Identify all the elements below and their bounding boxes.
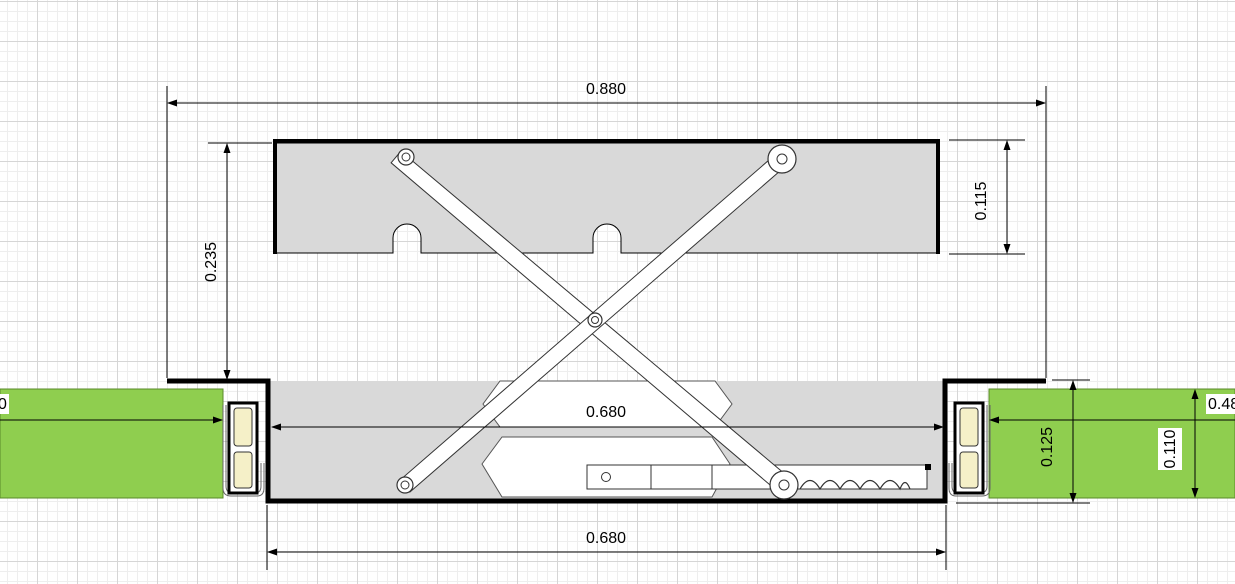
label-base-inner-width: 0.680 bbox=[586, 404, 626, 421]
dimension-right-cut: 0.48 bbox=[989, 394, 1235, 424]
dimension-travel-height: 0.235 bbox=[203, 142, 272, 380]
top-platform bbox=[273, 139, 940, 254]
label-base-outer-width: 0.680 bbox=[586, 530, 626, 547]
label-overall-width: 0.880 bbox=[586, 81, 626, 98]
dimension-top-platform-height: 0.115 bbox=[949, 139, 1025, 255]
pivot-circle bbox=[769, 470, 799, 500]
dimension-base-outer-width: 0.680 bbox=[266, 505, 947, 570]
pivot-circle bbox=[397, 148, 415, 166]
spring-coil bbox=[799, 479, 911, 491]
dimension-base-inner-width: 0.680 bbox=[271, 404, 944, 431]
label-left-cut: 0 bbox=[0, 396, 7, 413]
left-roller bbox=[222, 401, 265, 497]
pivot-circle bbox=[767, 144, 797, 174]
dimension-green-block-height: 0.110 bbox=[1158, 389, 1199, 498]
dimension-base-height: 0.125 bbox=[956, 379, 1090, 504]
label-right-cut: 0.48 bbox=[1208, 396, 1235, 413]
label-top-platform-height: 0.115 bbox=[973, 181, 990, 220]
left-green-block bbox=[0, 388, 224, 499]
label-base-height: 0.125 bbox=[1039, 427, 1056, 467]
pivot-circle bbox=[587, 312, 603, 328]
right-green-block bbox=[988, 388, 1235, 499]
dimension-overall-width: 0.880 bbox=[166, 81, 1047, 378]
pivot-circle bbox=[396, 476, 414, 494]
dimension-left-cut: 0 bbox=[0, 394, 223, 424]
right-roller bbox=[948, 401, 991, 497]
label-travel-height: 0.235 bbox=[203, 242, 220, 282]
label-green-block-height: 0.110 bbox=[1162, 429, 1179, 468]
